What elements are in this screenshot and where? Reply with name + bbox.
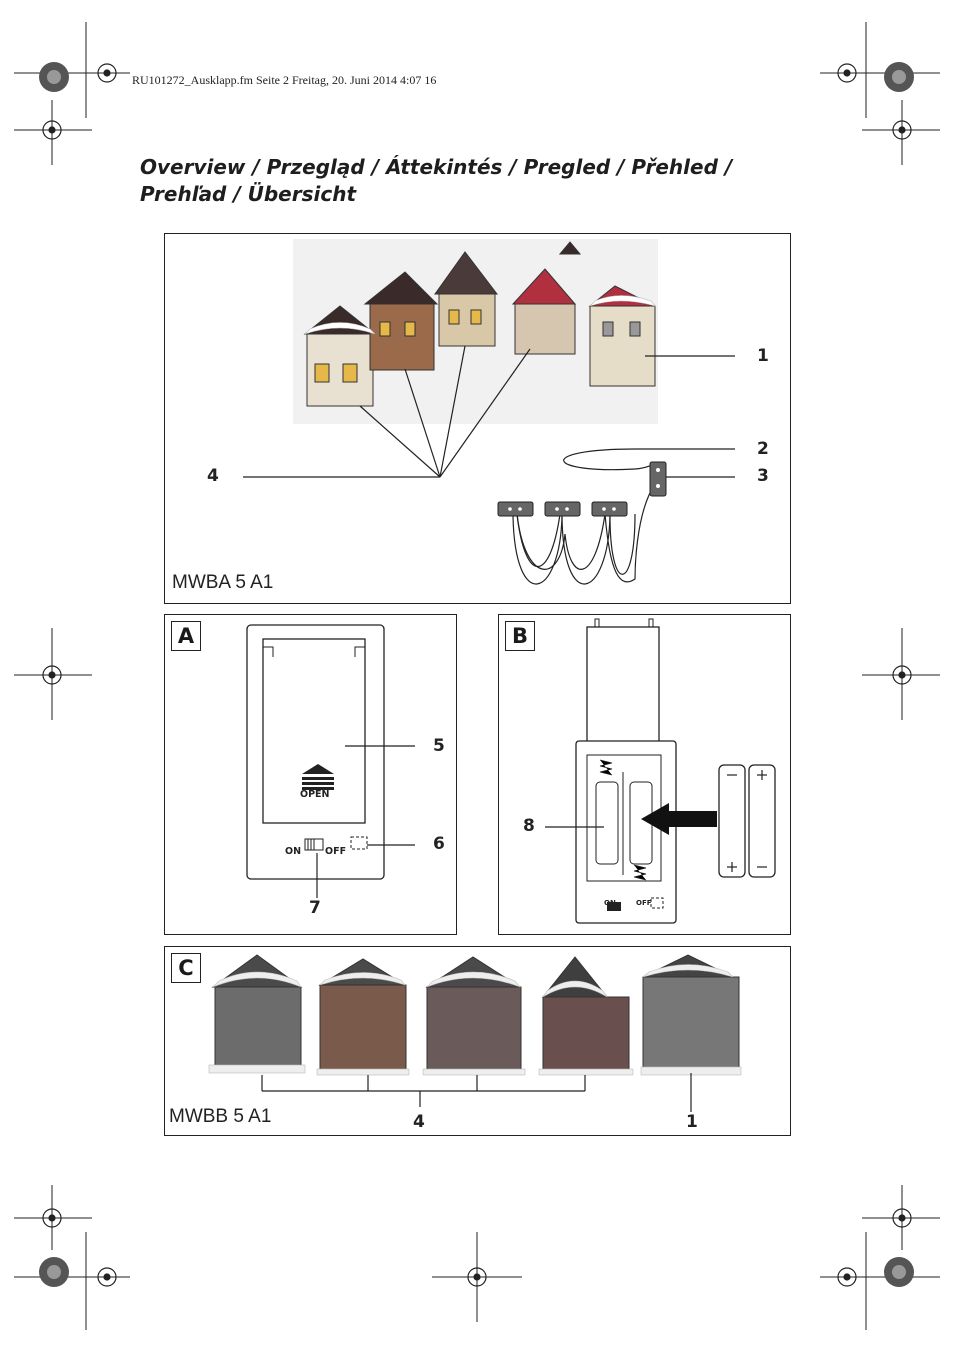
arrow-left-icon bbox=[641, 803, 717, 835]
switch-on-label: ON bbox=[285, 846, 302, 857]
village-row-illustration bbox=[208, 954, 742, 1112]
callout-4: 4 bbox=[207, 466, 219, 486]
callout-4-c: 4 bbox=[413, 1112, 425, 1132]
callout-1-c: 1 bbox=[686, 1112, 698, 1132]
panel-a: A OPEN ON OFF 5 6 7 bbox=[164, 614, 457, 935]
panel-c: C bbox=[164, 946, 791, 1136]
battery-box-open bbox=[545, 618, 677, 924]
panel-letter-a: A bbox=[171, 621, 201, 651]
callout-1: 1 bbox=[757, 346, 769, 366]
callout-2: 2 bbox=[757, 439, 769, 459]
battery-box-closed bbox=[246, 624, 415, 898]
callout-5: 5 bbox=[433, 736, 445, 756]
panel-b: B 8 ON OFF bbox=[498, 614, 791, 935]
switch-off-label-b: OFF bbox=[636, 899, 652, 907]
callout-8: 8 bbox=[523, 816, 535, 836]
callout-7: 7 bbox=[309, 898, 321, 918]
switch-off-label: OFF bbox=[325, 846, 347, 857]
panel-letter-b: B bbox=[505, 621, 535, 651]
file-info-line: RU101272_Ausklapp.fm Seite 2 Freitag, 20… bbox=[132, 73, 437, 87]
callout-3: 3 bbox=[757, 466, 769, 486]
panel-letter-c: C bbox=[171, 953, 201, 983]
switch-on-label-b: ON bbox=[604, 899, 616, 907]
callout-6: 6 bbox=[433, 834, 445, 854]
overview-panel: 1 2 3 4 MWBA 5 A1 bbox=[164, 233, 791, 604]
page-title: Overview / Przegląd / Áttekintés / Pregl… bbox=[140, 155, 733, 206]
open-label: OPEN bbox=[300, 789, 330, 800]
model-label: MWBA 5 A1 bbox=[172, 572, 274, 593]
open-arrow-icon bbox=[302, 764, 334, 790]
battery-icon bbox=[718, 764, 776, 878]
village-illustration bbox=[243, 239, 735, 585]
model-label-c: MWBB 5 A1 bbox=[169, 1106, 272, 1127]
